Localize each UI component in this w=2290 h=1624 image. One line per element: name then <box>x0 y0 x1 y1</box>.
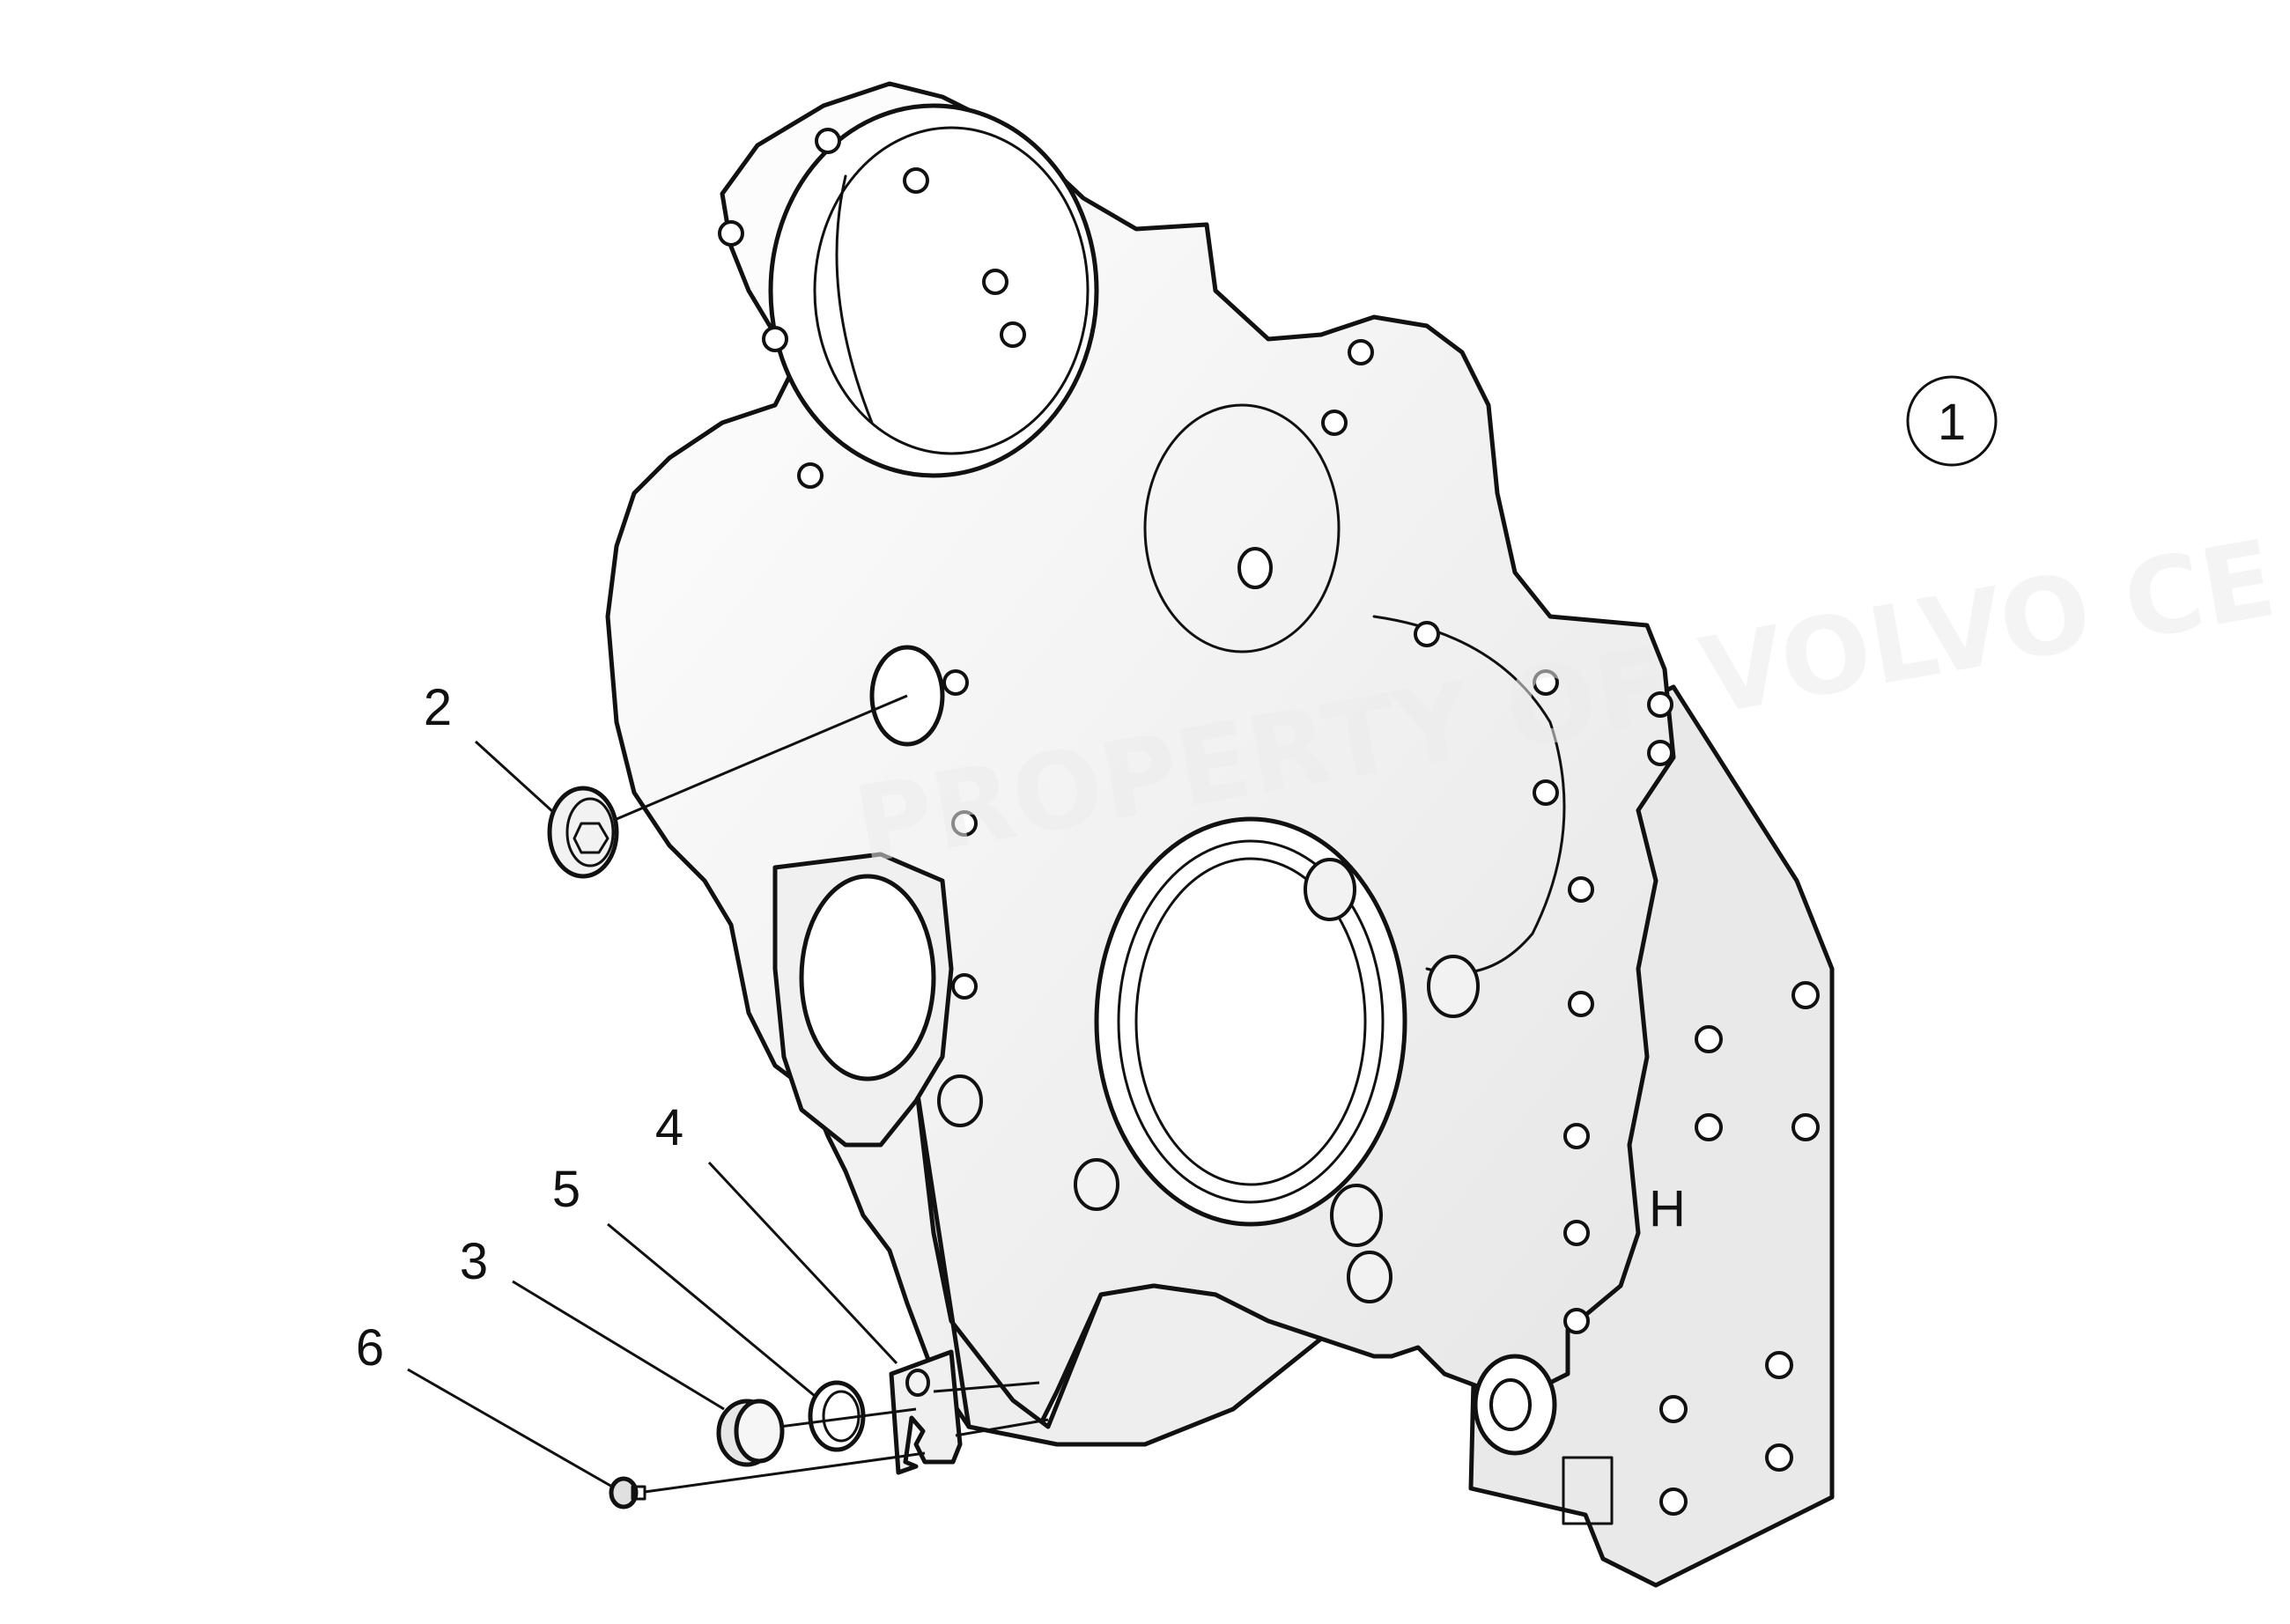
callout-1-label: 1 <box>1938 394 1966 451</box>
bolt-hole <box>762 326 788 352</box>
plug-part-2 <box>547 786 619 879</box>
callout-2-leader <box>474 740 555 814</box>
callout-4-label: 4 <box>655 1099 683 1156</box>
plug-hex <box>572 822 609 854</box>
flange-hole <box>1659 1395 1688 1423</box>
callout-3-label: 3 <box>460 1233 488 1290</box>
center-dish <box>1143 403 1341 653</box>
bolt-holes <box>718 128 1673 1334</box>
bolt-hole <box>1533 669 1559 696</box>
bolt-hole <box>1533 779 1559 806</box>
flange-hole <box>1765 1443 1793 1472</box>
bolt-hole <box>1000 321 1026 348</box>
screw-head <box>609 1476 639 1510</box>
bolt-hole <box>1348 339 1374 365</box>
plug-face <box>565 797 615 867</box>
assembly-line-bracket-lower <box>955 1418 1049 1437</box>
bolt-hole <box>982 269 1008 295</box>
upper-bore-inner-edge <box>813 126 1090 455</box>
callout-1-circle <box>1906 375 1998 467</box>
flange-hole <box>1695 1025 1723 1053</box>
callout-4: 4 <box>655 1099 898 1365</box>
bracket-part-4 <box>889 1349 963 1475</box>
boss <box>1074 1158 1119 1211</box>
embossed-mark: H <box>1649 1180 1686 1237</box>
housing-lower-skirt <box>913 1081 1324 1447</box>
callout-6-leader <box>407 1368 613 1488</box>
assembly-line-plug <box>616 694 908 821</box>
upper-bore-wall <box>835 174 874 424</box>
callout-2-label: 2 <box>424 679 452 736</box>
bolt-hole <box>1563 1308 1590 1334</box>
assembly-line-bracket-upper <box>933 1381 1040 1393</box>
assembly-line-cap <box>765 1407 917 1430</box>
boss <box>1304 858 1356 921</box>
boss <box>937 1074 983 1127</box>
bolt-hole <box>815 128 841 154</box>
screw-shank <box>631 1485 646 1501</box>
right-gear-pocket-edge <box>1372 615 1566 975</box>
callout-5-leader <box>607 1222 816 1398</box>
bolt-hole <box>1321 410 1348 436</box>
screw-part-6 <box>609 1476 646 1510</box>
main-seal-inner-ring <box>1117 839 1385 1204</box>
callout-5-label: 5 <box>552 1161 580 1218</box>
bolt-hole <box>1563 1220 1590 1246</box>
upper-bore <box>768 103 1099 478</box>
cap-face <box>734 1399 785 1464</box>
callout-6: 6 <box>356 1319 613 1488</box>
main-seal-bore <box>1094 816 1407 1227</box>
flange-hole <box>1791 981 1820 1009</box>
cap-part-3 <box>716 1399 785 1467</box>
center-dish-hole <box>1237 547 1273 589</box>
boss <box>1330 1184 1383 1247</box>
boss <box>1347 1251 1392 1303</box>
callout-5: 5 <box>552 1161 816 1398</box>
flange-hole <box>1695 1113 1723 1141</box>
main-seal-lip <box>1134 857 1367 1186</box>
bolt-hole <box>951 973 978 1000</box>
boss <box>1427 955 1480 1018</box>
bolt-hole <box>942 669 969 696</box>
rear-flange-holes <box>1659 981 1820 1516</box>
callout-2: 2 <box>424 679 555 814</box>
callout-3: 3 <box>460 1233 725 1411</box>
bolt-hole <box>1568 991 1594 1017</box>
bolt-hole <box>1647 691 1673 718</box>
housing-part-1: H <box>605 81 1835 1588</box>
bolt-hole <box>1647 740 1673 766</box>
plug-body <box>547 786 619 879</box>
callout-4-leader <box>707 1161 898 1365</box>
flange-slot <box>1562 1456 1614 1525</box>
bosses <box>937 858 1480 1303</box>
flange-hole <box>1765 1351 1793 1379</box>
bottom-port-core <box>1489 1378 1532 1431</box>
bolt-hole <box>951 810 978 837</box>
left-ear-bore <box>799 874 936 1081</box>
callout-3-leader <box>512 1280 725 1411</box>
bolt-hole <box>718 220 744 247</box>
callout-6-label: 6 <box>356 1319 384 1377</box>
flange-hole <box>1791 1113 1820 1141</box>
bolt-hole <box>1414 621 1440 647</box>
bracket-pin <box>905 1369 930 1397</box>
bolt-hole <box>797 462 824 489</box>
bolt-hole <box>903 167 929 194</box>
callout-1: 1 <box>1906 375 1998 467</box>
assembly-line-screw <box>644 1451 926 1494</box>
bolt-hole <box>1563 1123 1590 1149</box>
bolt-hole <box>1568 876 1594 903</box>
flange-hole <box>1659 1487 1688 1516</box>
